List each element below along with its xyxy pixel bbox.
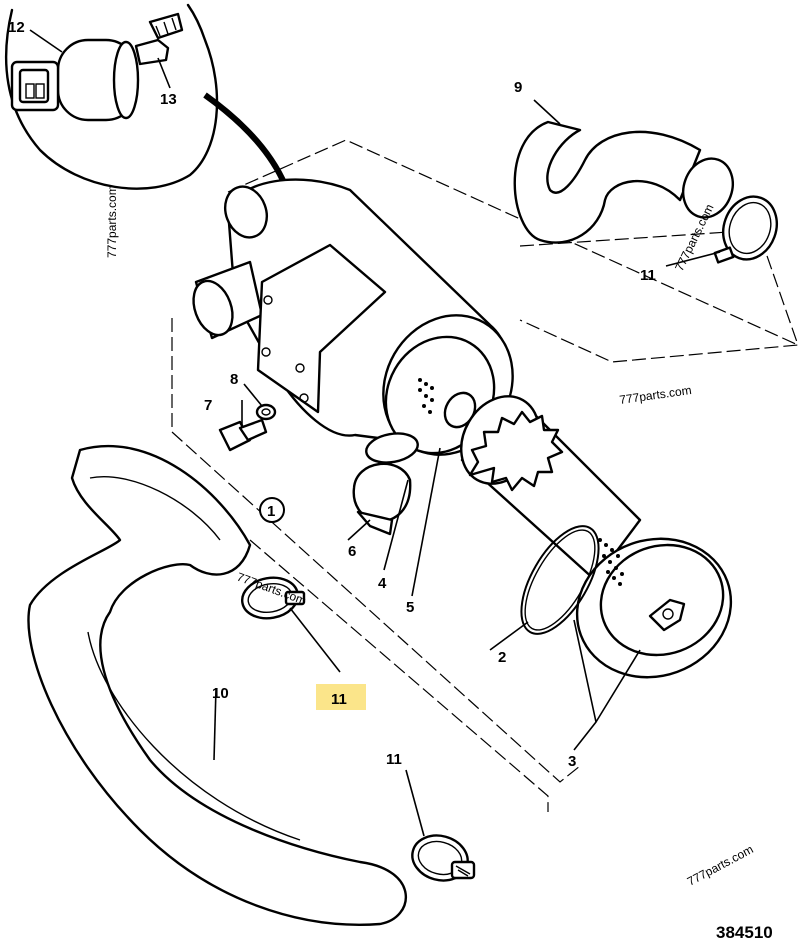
watermark-right: 777parts.com [618, 383, 692, 407]
outer-perforation [598, 538, 624, 586]
callout-8: 8 [230, 371, 238, 388]
drawing-number: 384510 [716, 923, 773, 942]
leader-5 [411, 447, 441, 597]
leader-9 [533, 99, 561, 125]
callout-1-circle [259, 497, 285, 523]
bolt-and-washer [218, 403, 277, 452]
leader-12 [29, 29, 63, 53]
callout-11-top: 11 [640, 267, 656, 284]
callout-11-mid: 11 [331, 691, 347, 708]
hose-clamp-mid [241, 576, 306, 620]
leader-10 [213, 687, 217, 761]
callout-5: 5 [406, 599, 414, 616]
detail-circle: 12 13 [4, 3, 288, 190]
callout-13: 13 [160, 91, 177, 108]
callout-10: 10 [212, 685, 229, 702]
leader-11-mid [289, 607, 341, 673]
wing-nut [648, 598, 686, 632]
leader-11-bottom [405, 769, 425, 837]
mounting-bracket [256, 243, 387, 414]
intake-stub [192, 260, 264, 340]
hose-clamp-top [713, 195, 778, 264]
leader-13 [157, 57, 171, 89]
leader-2 [489, 621, 529, 651]
leader-6 [347, 519, 371, 541]
callout-12: 12 [8, 19, 25, 36]
callout-1: 1 [267, 503, 275, 520]
highlight-box [316, 684, 366, 710]
leader-8 [243, 383, 263, 407]
leader-lines [213, 99, 721, 837]
inner-perforation [418, 378, 434, 414]
leader-3 [573, 619, 641, 751]
sealing-ring [520, 525, 600, 635]
top-port [224, 185, 268, 239]
intake-hose [27, 444, 408, 926]
detail-pointer [203, 92, 288, 187]
callout-9: 9 [514, 79, 522, 96]
callout-6: 6 [348, 543, 356, 560]
hose-clamp-bottom [411, 834, 476, 882]
watermark-bottom: 777parts.com [685, 842, 756, 888]
callout-4: 4 [378, 575, 387, 592]
callout-7: 7 [204, 397, 212, 414]
callout-11-bottom: 11 [386, 751, 402, 768]
assembly-outline [171, 139, 799, 812]
restriction-indicator [10, 12, 184, 122]
elbow-hose [513, 120, 734, 244]
leader-4 [383, 479, 409, 571]
callout-2: 2 [498, 649, 506, 666]
callout-3: 3 [568, 753, 576, 770]
dust-valve [352, 432, 419, 536]
callout-labels: 9 11 7 8 1 6 4 5 2 3 10 11 11 [204, 79, 656, 770]
leader-11-top [665, 251, 721, 267]
primary-filter-element [460, 395, 733, 679]
watermark-left: 777parts.com [105, 185, 119, 258]
